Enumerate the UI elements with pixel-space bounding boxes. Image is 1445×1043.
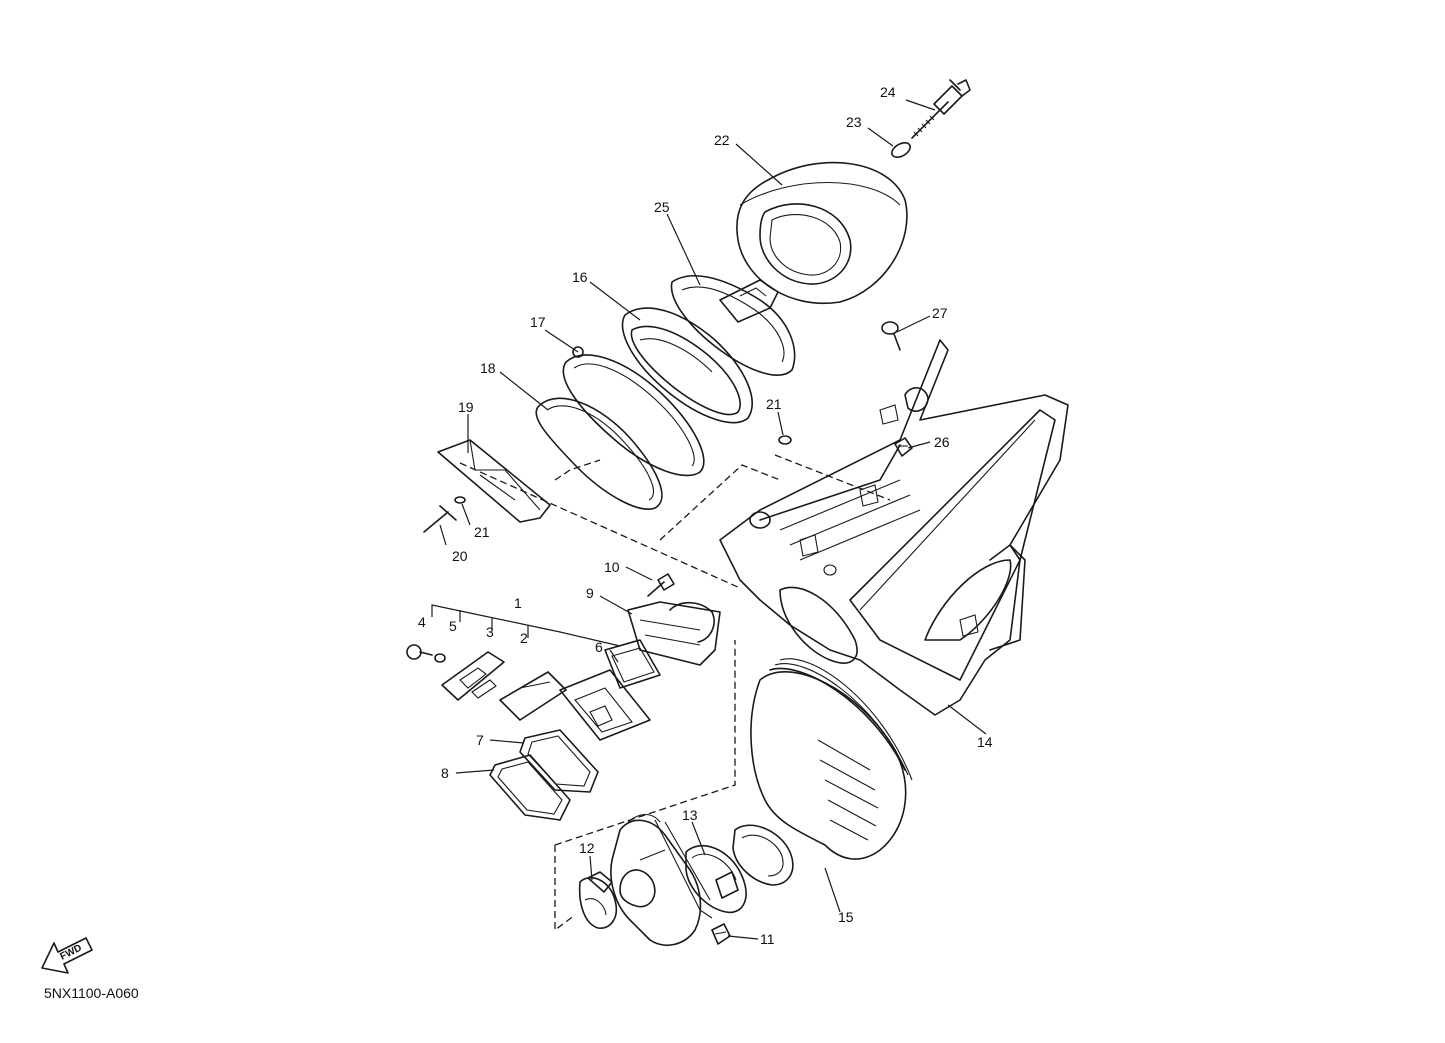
callout-19: 19 (458, 399, 474, 415)
callout-14: 14 (977, 734, 993, 750)
callout-21-left: 21 (474, 524, 490, 540)
callout-27: 27 (932, 305, 948, 321)
part-4-screw (406, 644, 433, 660)
callout-9: 9 (586, 585, 594, 601)
part-22-air-filter-element (736, 161, 908, 304)
part-2-reed (499, 671, 567, 721)
part-11-nut (711, 923, 731, 945)
callout-7: 7 (476, 732, 484, 748)
part-7-gasket (519, 729, 599, 793)
carburetor-body (610, 813, 713, 946)
callout-13: 13 (682, 807, 698, 823)
callout-1: 1 (514, 595, 522, 611)
diagram-code: 5NX1100-A060 (44, 985, 139, 1001)
callout-18: 18 (480, 360, 496, 376)
part-9-reed-valve-plate (627, 601, 721, 666)
callout-6: 6 (595, 639, 603, 655)
part-20-screw (423, 505, 457, 533)
leader-lines (439, 99, 987, 940)
part-27-bolt (881, 321, 901, 351)
fwd-arrow-icon: FWD (41, 937, 93, 974)
callout-15: 15 (838, 909, 854, 925)
part-1-bracket (431, 604, 621, 647)
part-16-case-joint (621, 307, 753, 424)
callout-4: 4 (418, 614, 426, 630)
part-15-joint (732, 658, 913, 886)
callout-17: 17 (530, 314, 546, 330)
callout-20: 20 (452, 548, 468, 564)
callout-3: 3 (486, 624, 494, 640)
callout-5: 5 (449, 618, 457, 634)
part-23-washer (891, 141, 911, 159)
part-13-clamp (685, 844, 747, 914)
callout-24: 24 (880, 84, 896, 100)
callout-labels: 1 2 3 4 5 6 7 8 9 10 11 12 13 14 15 16 1… (418, 84, 993, 947)
part-3-reed-stopper (441, 651, 505, 701)
assembly-reference-lines (459, 454, 891, 932)
callout-26: 26 (934, 434, 950, 450)
part-19-plate (437, 439, 551, 523)
callout-23: 23 (846, 114, 862, 130)
part-24-wing-bolt (911, 79, 971, 139)
callout-22: 22 (714, 132, 730, 148)
callout-16: 16 (572, 269, 588, 285)
part-14-air-filter-case (719, 339, 1069, 716)
callout-10: 10 (604, 559, 620, 575)
part-21-washer-mid (778, 435, 792, 445)
callout-8: 8 (441, 765, 449, 781)
part-18-seal (535, 397, 663, 510)
callout-12: 12 (579, 840, 595, 856)
part-12-joint (578, 871, 617, 929)
part-reed-valve-frame (559, 669, 651, 741)
callout-11: 11 (760, 931, 775, 947)
callout-25: 25 (654, 199, 670, 215)
callout-2: 2 (520, 630, 528, 646)
part-5-washer (434, 653, 446, 663)
part-6-reed-valve-assembly (604, 639, 661, 689)
part-25-filter-guide (670, 275, 796, 376)
part-8-gasket (489, 754, 571, 821)
callout-21-mid: 21 (766, 396, 782, 412)
part-10-bolt (647, 573, 675, 597)
part-21-washer-left (454, 496, 466, 504)
